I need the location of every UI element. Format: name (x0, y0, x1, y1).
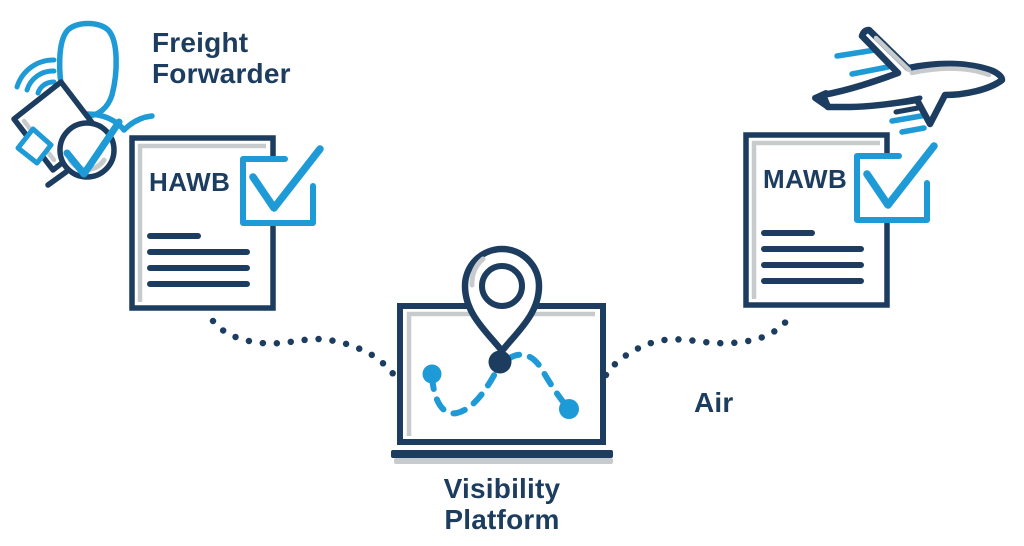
hawb-document-title: HAWB (149, 167, 231, 197)
laptop-base-shadow (394, 458, 613, 464)
checkmark-icon (249, 145, 324, 212)
speed-lines (834, 47, 930, 135)
document-with-checkbox-icon (743, 132, 938, 308)
mawb-document-title: MAWB (763, 164, 848, 194)
document-text-lines (147, 233, 250, 287)
freight-forwarder-icon (0, 2, 155, 188)
person-with-clipboard-check-icon (11, 20, 155, 188)
airplane-taking-off-icon (812, 26, 1006, 135)
magnifier-check-icon (45, 118, 123, 188)
mawb-document: MAWB (740, 127, 945, 322)
document-text-lines (761, 230, 864, 284)
hawb-document: HAWB (126, 130, 331, 325)
visibility-platform-icon (380, 240, 625, 470)
connector-platform-to-mawb (602, 316, 791, 379)
route-current-position-dot (488, 350, 512, 374)
air-label: Air (694, 387, 734, 418)
freight-forwarder-label: Freight Forwarder (152, 27, 291, 89)
document-shadow (751, 140, 880, 299)
airplane-flap-lines (893, 95, 923, 115)
route-destination-dot (559, 399, 579, 419)
visibility-platform-label: Visibility Platform (443, 473, 561, 535)
route-origin-dot (422, 364, 442, 384)
route-path (422, 351, 579, 419)
map-pin-icon (461, 245, 543, 355)
airplane-icon (812, 22, 1017, 142)
laptop-base (391, 450, 613, 458)
laptop-map-pin-route-icon (391, 245, 613, 464)
wifi-signal-icon (14, 57, 57, 96)
document-shadow (137, 143, 266, 302)
document-with-checkbox-icon (129, 135, 324, 311)
checkmark-icon (863, 142, 938, 209)
connector-hawb-to-platform (209, 317, 398, 379)
airplane-highlight (873, 35, 992, 78)
